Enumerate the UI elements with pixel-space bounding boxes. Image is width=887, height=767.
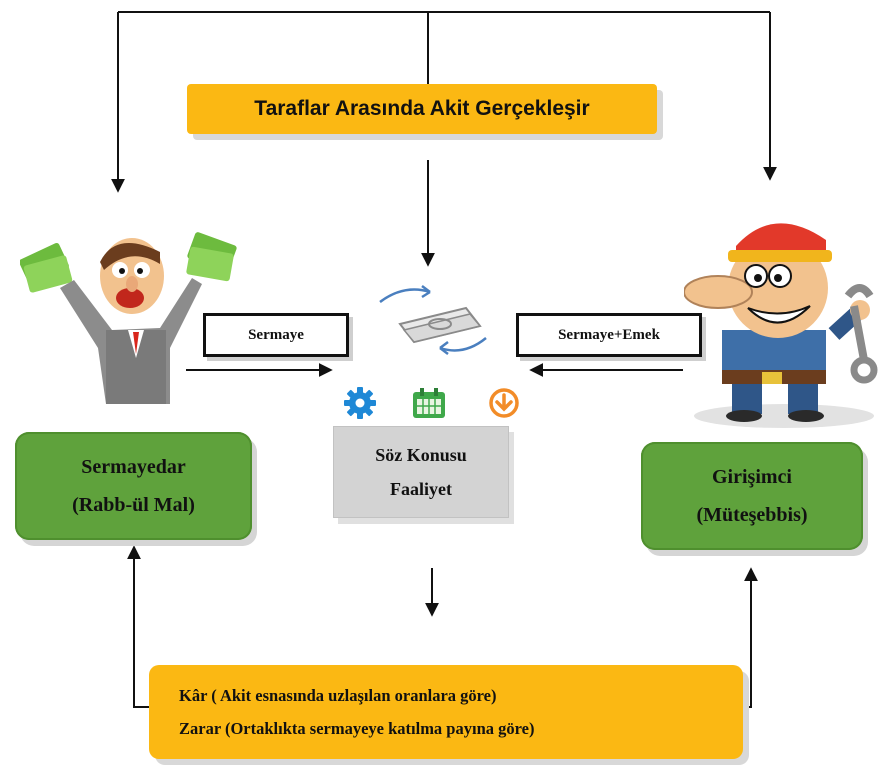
activity-line1: Söz Konusu [375,445,467,465]
investor-title: Sermayedar [81,456,186,478]
worker-wrench-icon [683,210,884,430]
download-icon [484,386,524,420]
money-exchange-icon [374,282,494,356]
activity-box: Söz Konusu Faaliyet [333,426,509,518]
arrow-outcome-to-investor [127,545,149,708]
investor-box: Sermayedar (Rabb-ül Mal) [15,432,252,540]
agreement-label: Taraflar Arasında Akit Gerçekleşir [254,97,590,120]
agreement-box: Taraflar Arasında Akit Gerçekleşir [187,84,657,134]
capital-label-box: Sermaye [203,313,349,357]
outcome-box: Kâr ( Akit esnasında uzlaşılan oranlara … [149,665,743,759]
loss-text: Zarar (Ortaklıkta sermayeye katılma payı… [179,719,535,738]
activity-line2: Faaliyet [390,479,452,499]
investor-subtitle: (Rabb-ül Mal) [72,494,195,516]
gear-icon [340,386,380,420]
entrepreneur-subtitle: (Müteşebbis) [696,504,808,526]
calendar-icon [409,386,449,420]
capital-labor-label: Sermaye+Emek [558,326,660,343]
capital-labor-label-box: Sermaye+Emek [516,313,702,357]
businessman-money-icon [19,228,240,406]
capital-label: Sermaye [248,326,304,343]
profit-text: Kâr ( Akit esnasında uzlaşılan oranlara … [179,686,497,705]
arrow-outcome-to-entrepreneur [743,567,758,708]
entrepreneur-box: Girişimci (Müteşebbis) [641,442,863,550]
entrepreneur-title: Girişimci [712,466,792,488]
